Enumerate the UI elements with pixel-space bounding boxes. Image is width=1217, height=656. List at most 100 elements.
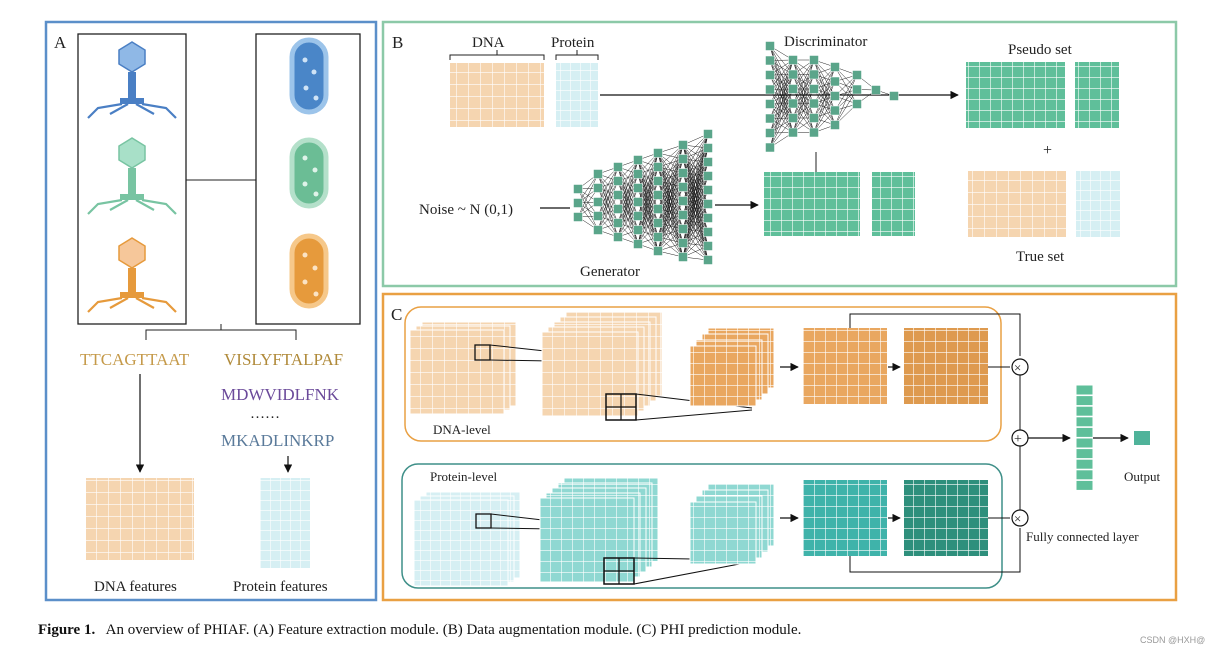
output-label: Output [1124,469,1161,484]
fc-neuron [1075,437,1094,449]
net-node [765,70,775,80]
dna-pool-line-2 [635,409,753,421]
dna-pool-stack [689,327,775,407]
net-node [830,62,840,72]
net-node [678,168,688,178]
net-node [830,120,840,130]
net-edge [769,59,794,105]
fully-connected-layer [1075,384,1094,491]
net-node [809,55,819,65]
net-edge [577,173,599,218]
net-node [852,70,862,80]
net-node [653,246,663,256]
net-node [765,128,775,138]
net-node [633,197,643,207]
net-node [830,91,840,101]
net-node [788,69,798,80]
dna-feature-matrix [86,478,194,560]
net-node [703,129,713,139]
noise-label: Noise ~ N (0,1) [419,202,513,218]
dna-attention-output [904,328,988,404]
protein-attention-output [904,480,988,556]
panel-b-label: B [392,33,403,52]
net-node [613,218,623,228]
net-node [678,140,688,150]
net-node [809,84,819,94]
pseudo-protein-matrix [1075,62,1119,128]
net-edge [792,103,815,133]
net-node [593,211,603,221]
pseudo-set-label: Pseudo set [1008,42,1073,58]
net-node [765,84,775,95]
net-node [703,143,713,153]
net-edge [682,133,709,188]
net-edge [834,74,858,126]
net-node [653,148,663,158]
net-node [653,190,663,200]
net-node [889,91,899,101]
net-node [653,218,663,228]
protein-feature-matrix [260,478,310,568]
protein-features-label: Protein features [233,579,328,595]
net-node [653,176,663,186]
phage-box [77,33,187,325]
dna-level-container [404,306,1002,442]
fc-neuron [1075,458,1094,470]
dna-skip-line [849,313,1021,356]
prot-multiply-symbol: × [1014,511,1021,526]
net-edge [792,88,815,133]
net-node [765,142,775,153]
net-node [593,225,603,235]
net-edge [577,173,599,204]
net-node [852,84,862,95]
generator-network [573,129,713,265]
true-dna-matrix [968,171,1066,237]
caption-prefix: Figure 1. [38,622,96,638]
net-node [788,55,798,65]
dna-brace [449,50,545,60]
net-edge [834,74,858,111]
generated-protein-matrix [872,172,915,236]
fc-neuron [1075,448,1094,460]
dna-features-label: DNA features [94,579,177,595]
sequence-bracket [145,324,297,340]
protein-sequence-1: VISLYFTALPAF [224,350,343,369]
net-node [633,239,643,249]
generated-dna-matrix [764,172,860,236]
net-node [593,183,603,193]
net-edge [682,217,709,258]
net-node [573,212,583,222]
net-node [703,255,713,265]
net-node [678,196,688,206]
fc-neuron [1075,479,1094,491]
net-node [613,232,623,242]
bacteria-box [255,33,361,325]
net-node [765,99,775,109]
net-node [593,197,603,207]
prot-pool-line-2 [633,561,751,585]
net-edge [792,59,815,90]
panel-a-label: A [54,33,67,52]
watermark: CSDN @HXH@ [1140,635,1206,645]
dna-multiply-symbol: × [1014,360,1021,375]
prot-skip-line [849,528,1021,573]
protein-attention-input [803,480,887,556]
net-node [809,98,819,109]
panel-a-frame [44,20,378,602]
net-node [653,204,663,214]
dna-input-stack [409,321,517,415]
protein-level-label: Protein-level [430,469,498,484]
net-node [573,184,583,194]
net-edge [792,59,815,104]
net-node [653,162,663,172]
net-edge [637,152,659,203]
net-node [633,155,643,165]
protein-conv-stack [539,477,659,585]
net-edge [637,152,659,189]
net-node [765,113,775,124]
dna-attention-input [803,328,887,404]
net-node [633,183,643,193]
net-edge [682,203,709,258]
caption-text: An overview of PHIAF. (A) Feature extrac… [105,622,802,638]
protein-sequence-2: MDWVIDLFNK [221,385,340,404]
